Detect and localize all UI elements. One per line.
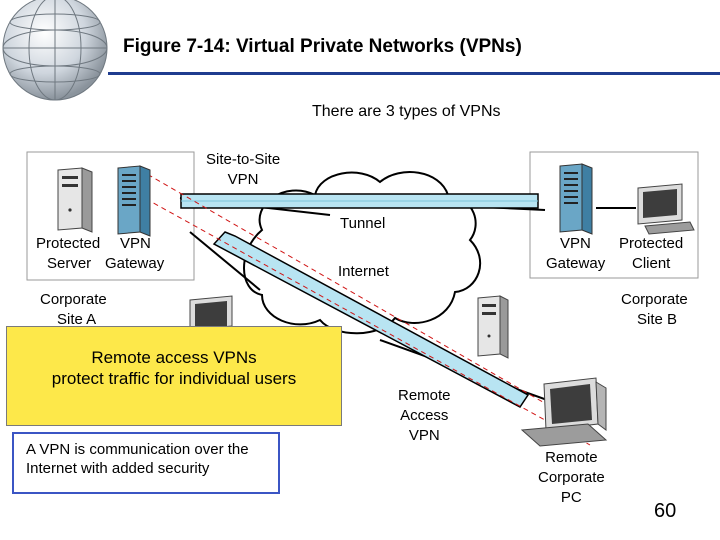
vpn-gateway-b-label-line2: Gateway [546, 255, 606, 272]
dashed-line-upper [139, 169, 601, 436]
vpn-diagram [26, 151, 699, 447]
vpn-definition-line1: A VPN is communication over the [26, 441, 249, 458]
vpn-gateway-b-icon [559, 163, 593, 235]
vpn-gateway-a-label-line2: Gateway [105, 255, 165, 272]
slide-title: Figure 7-14: Virtual Private Networks (V… [123, 36, 522, 57]
remote-user-pc-icon [189, 295, 233, 331]
title-rule [108, 72, 720, 75]
globe-logo-icon [2, 0, 108, 101]
tunnel-label: Tunnel [340, 215, 386, 232]
remote-access-callout: Remote access VPNs protect traffic for i… [6, 326, 342, 426]
remote-corporate-pc-label: Remote Corporate PC [538, 449, 605, 506]
remote-access-callout-line1: Remote access VPNs [91, 348, 257, 367]
corporate-site-a-label-line2: Site A [57, 311, 97, 328]
slide-subtitle: There are 3 types of VPNs [312, 103, 501, 120]
remote-server-icon [477, 295, 509, 359]
vpn-gateway-a-label: VPN [120, 235, 151, 252]
internet-label: Internet [338, 263, 389, 280]
corporate-site-a-box [26, 151, 195, 281]
corporate-site-a-label: Corporate [40, 291, 107, 308]
protected-server-label: Protected [36, 235, 101, 252]
remote-access-vpn-label: Remote Access VPN [398, 387, 451, 444]
protected-server-label-line2: Server [47, 255, 92, 272]
vpn-gateway-a-icon [117, 165, 151, 237]
vpn-gateway-b-label: VPN [560, 235, 591, 252]
protected-server-icon [57, 167, 93, 233]
remote-access-tunnel [212, 231, 530, 408]
dashed-line-lower [129, 189, 591, 446]
link-site-a-internet-lower [189, 231, 261, 291]
corporate-site-b-label-line2: Site B [637, 311, 678, 328]
vpn-definition-callout: A VPN is communication over the Internet… [12, 432, 280, 494]
protected-client-label-line2: Client [632, 255, 671, 272]
site-to-site-tunnel [180, 193, 539, 209]
page-number: 60 [654, 500, 677, 522]
corporate-site-b-label: Corporate [621, 291, 688, 308]
protected-client-label: Protected [619, 235, 684, 252]
vpn-definition-line2: Internet with added security [26, 460, 210, 477]
remote-access-callout-line2: protect traffic for individual users [51, 369, 297, 388]
protected-client-icon [637, 183, 695, 235]
remote-corporate-pc-icon [520, 377, 608, 447]
